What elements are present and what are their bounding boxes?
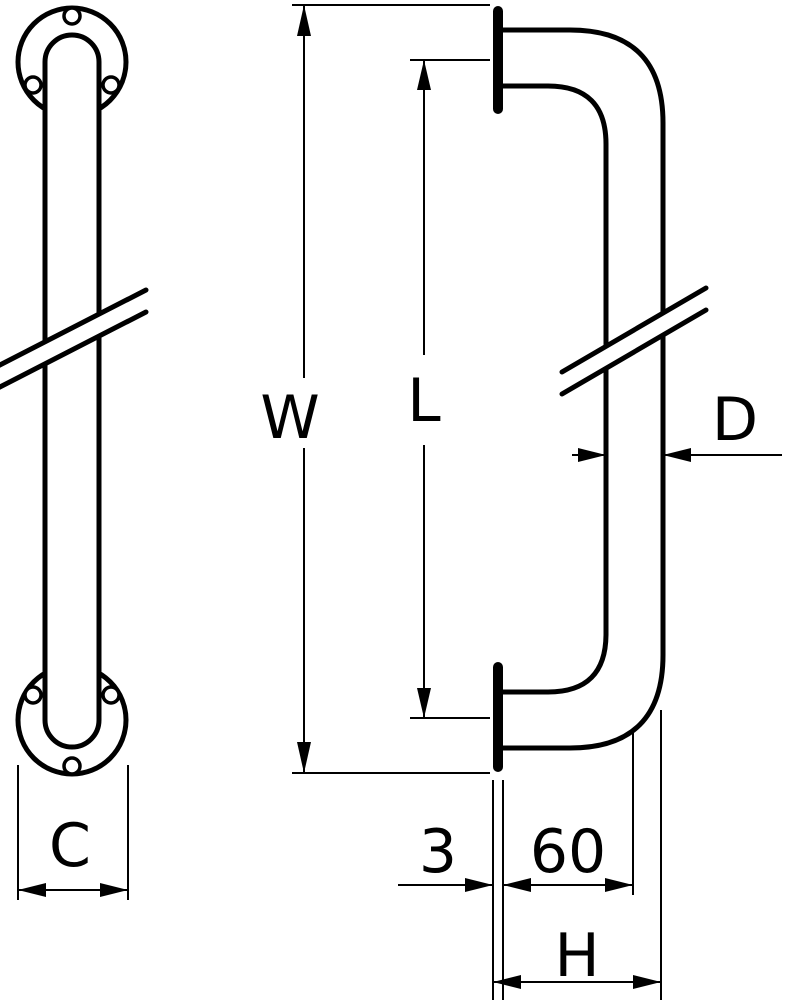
bottom-screw-hole xyxy=(23,685,43,705)
front-view: C xyxy=(0,5,149,900)
arrow-head xyxy=(417,60,431,90)
break-line xyxy=(559,307,709,397)
break-line xyxy=(0,287,149,368)
top-screw-hole xyxy=(101,75,121,95)
arrow-head xyxy=(578,448,606,462)
arrow-head xyxy=(605,878,633,892)
break-line xyxy=(559,285,709,375)
top-screw-hole xyxy=(23,75,43,95)
dim-60-label: 60 xyxy=(530,817,606,887)
top-wall-plate xyxy=(493,6,503,114)
l-label: L xyxy=(407,366,441,436)
front-bar xyxy=(42,32,102,750)
arrow-head xyxy=(100,883,128,897)
dim-3-label: 3 xyxy=(419,817,457,887)
arrow-head xyxy=(297,5,311,36)
tube-outer xyxy=(500,27,666,751)
bottom-screw-hole xyxy=(101,685,121,705)
h-label: H xyxy=(554,921,599,991)
break-gap xyxy=(0,290,146,387)
arrow-head xyxy=(297,742,311,773)
break-gap xyxy=(562,288,706,394)
tube-inner xyxy=(500,83,609,695)
d-label: D xyxy=(712,385,758,455)
bottom-wall-plate xyxy=(493,662,503,772)
bottom-screw-hole xyxy=(62,756,82,776)
w-label: W xyxy=(260,383,319,453)
arrow-head xyxy=(465,878,493,892)
arrow-head xyxy=(633,975,661,989)
arrow-head xyxy=(663,448,691,462)
break-line xyxy=(0,309,149,390)
arrow-head xyxy=(503,878,531,892)
arrow-head xyxy=(417,688,431,718)
top-screw-hole xyxy=(62,6,82,26)
c-label: C xyxy=(49,811,91,881)
arrow-head xyxy=(18,883,46,897)
arrow-head xyxy=(493,975,521,989)
side-view: W L D 3 60 H xyxy=(260,4,782,1000)
